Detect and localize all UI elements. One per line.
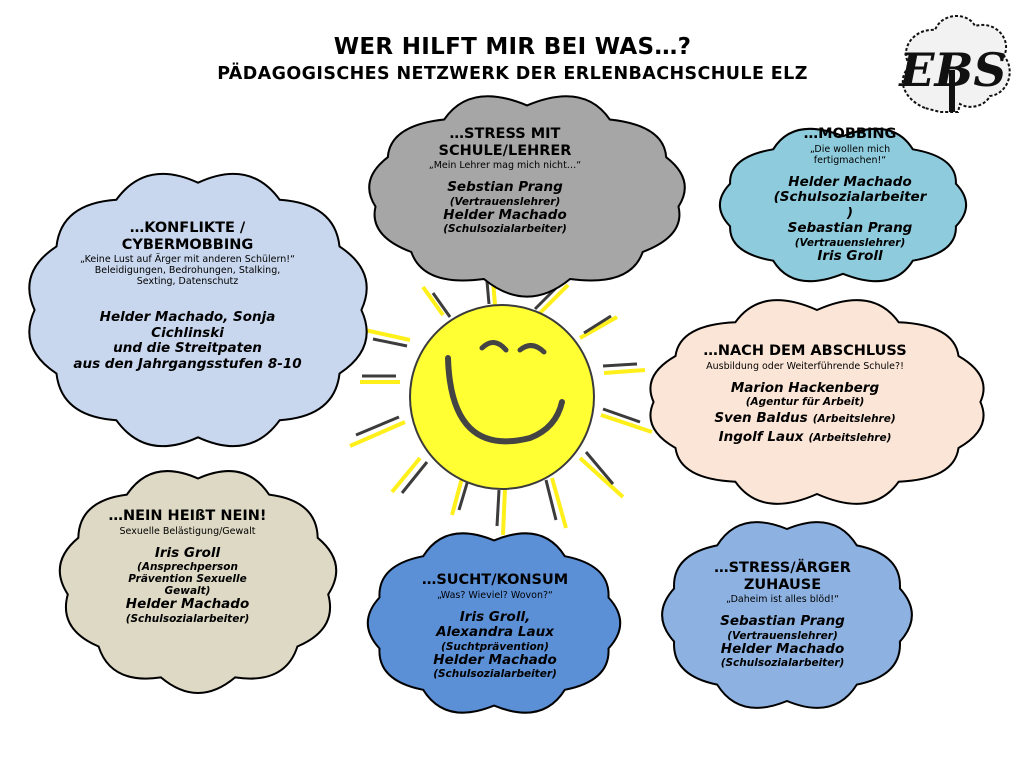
person-name: Helder Machado <box>443 206 567 223</box>
cloud-heading: …NEIN HEIßT NEIN! <box>108 508 267 524</box>
person-name: und die Streitpaten <box>113 340 262 357</box>
cloud-sucht-text: …SUCHT/KONSUM „Was? Wieviel? Wovon?“ Iri… <box>395 572 595 680</box>
cloud-nein-text: …NEIN HEIßT NEIN! Sexuelle Belästigung/G… <box>90 508 285 625</box>
cloud-quote: „Mein Lehrer mag mich nicht…“ <box>428 160 582 172</box>
person-role: (Suchtprävention) <box>441 640 549 653</box>
person-name: Helder Machado <box>720 640 845 657</box>
cloud-heading: …STRESS/ÄRGER <box>714 560 851 576</box>
cloud-nein <box>58 470 338 694</box>
person-role: (Arbeitslehre) <box>812 413 896 426</box>
cloud-heading: …KONFLIKTE / <box>129 220 246 236</box>
person-name: Iris Groll <box>154 544 221 561</box>
person-role: Prävention Sexuelle <box>128 573 247 586</box>
page-title: WER HILFT MIR BEI WAS…? <box>333 34 692 60</box>
person-name: Marion Hackenberg <box>730 379 880 396</box>
cloud-quote: „Was? Wieviel? Wovon?“ <box>437 589 553 601</box>
cloud-topics: Beleidigungen, Bedrohungen, Stalking, <box>94 265 281 277</box>
person-role: (Vertrauenslehrer) <box>794 236 906 249</box>
cloud-heading: ZUHAUSE <box>743 576 822 593</box>
person-role: (Schulsozialarbeiter) <box>433 668 557 681</box>
cloud-zuhause-text: …STRESS/ÄRGER ZUHAUSE „Daheim ist alles … <box>690 560 875 669</box>
cloud-zuhause <box>661 521 913 709</box>
cloud-stress-schule <box>368 95 686 298</box>
person-name: Iris Groll, <box>459 608 531 625</box>
person-name: Sebstian Prang <box>447 179 563 196</box>
tree-logo-icon: EBS <box>897 15 1011 113</box>
cloud-quote: „Keine Lust auf Ärger mit anderen Schüle… <box>79 254 295 266</box>
person-role: (Schulsozialarbeiter) <box>720 657 845 670</box>
cloud-heading: …NACH DEM ABSCHLUSS <box>703 343 907 359</box>
cloud-quote: „Daheim ist alles blöd!“ <box>726 594 839 606</box>
person-role: (Ansprechperson <box>137 561 238 574</box>
person-name: Cichlinski <box>151 324 224 341</box>
person-name: Iris Groll <box>817 247 883 264</box>
page-subtitle: PÄDAGOGISCHES NETZWERK DER ERLENBACHSCHU… <box>217 64 808 84</box>
person-name: Helder Machado, Sonja <box>99 309 276 326</box>
person-role: (Agentur für Arbeit) <box>745 396 865 409</box>
cloud-konflikte-text: …KONFLIKTE / CYBERMOBBING „Keine Lust au… <box>60 220 315 372</box>
person-role: (Vertrauenslehrer) <box>449 195 561 208</box>
cloud-quote: fertigmachen!“ <box>813 154 887 166</box>
person-name: Helder Machado <box>788 173 912 190</box>
person-role: Gewalt) <box>164 585 211 598</box>
sun-smiley-icon <box>409 304 595 490</box>
cloud-quote: „Die wollen mich <box>809 143 891 155</box>
person-role: (Arbeitslehre) <box>808 431 892 444</box>
cloud-abschluss-text: …NACH DEM ABSCHLUSS Ausbildung oder Weit… <box>680 343 930 445</box>
cloud-stress-schule-text: …STRESS MIT SCHULE/LEHRER „Mein Lehrer m… <box>405 126 605 235</box>
person-role: (Vertrauenslehrer) <box>727 629 838 642</box>
person-role: (Schulsozialarbeiter) <box>443 223 567 236</box>
cloud-abschluss <box>649 299 985 505</box>
cloud-mobbing-text: …MOBBING „Die wollen mich fertigmachen!“… <box>750 126 950 264</box>
cloud-heading: CYBERMOBBING <box>121 236 254 253</box>
cloud-mobbing <box>718 127 968 283</box>
cloud-quote: Ausbildung oder Weiterführende Schule?! <box>706 360 904 372</box>
person-name: Sebastian Prang <box>787 220 913 237</box>
cloud-heading: …STRESS MIT <box>449 126 561 142</box>
person-role: (Schulsozialarbeiter) <box>125 612 250 625</box>
person-role: (Schulsozialarbeiter <box>773 189 927 206</box>
person-name: Alexandra Laux <box>436 624 554 641</box>
logo-lettering: EBS <box>897 43 1006 97</box>
person-name: Helder Machado <box>433 651 557 668</box>
person-name: Helder Machado <box>125 596 250 613</box>
person-name: Sven Baldus <box>714 410 808 427</box>
cloud-heading: …SUCHT/KONSUM <box>421 572 569 588</box>
sun-rays <box>349 267 653 536</box>
person-name: Ingolf Laux <box>718 428 804 445</box>
cloud-topics: Sexting, Datenschutz <box>136 276 239 288</box>
cloud-heading: SCHULE/LEHRER <box>438 142 572 159</box>
person-role: ) <box>846 204 854 221</box>
person-name: aus den Jahrgangsstufen 8-10 <box>73 355 302 372</box>
cloud-konflikte <box>28 172 368 448</box>
cloud-heading: …MOBBING <box>803 126 897 142</box>
person-name: Sebastian Prang <box>720 613 845 630</box>
cloud-quote: Sexuelle Belästigung/Gewalt <box>119 525 256 537</box>
cloud-sucht <box>366 532 622 714</box>
